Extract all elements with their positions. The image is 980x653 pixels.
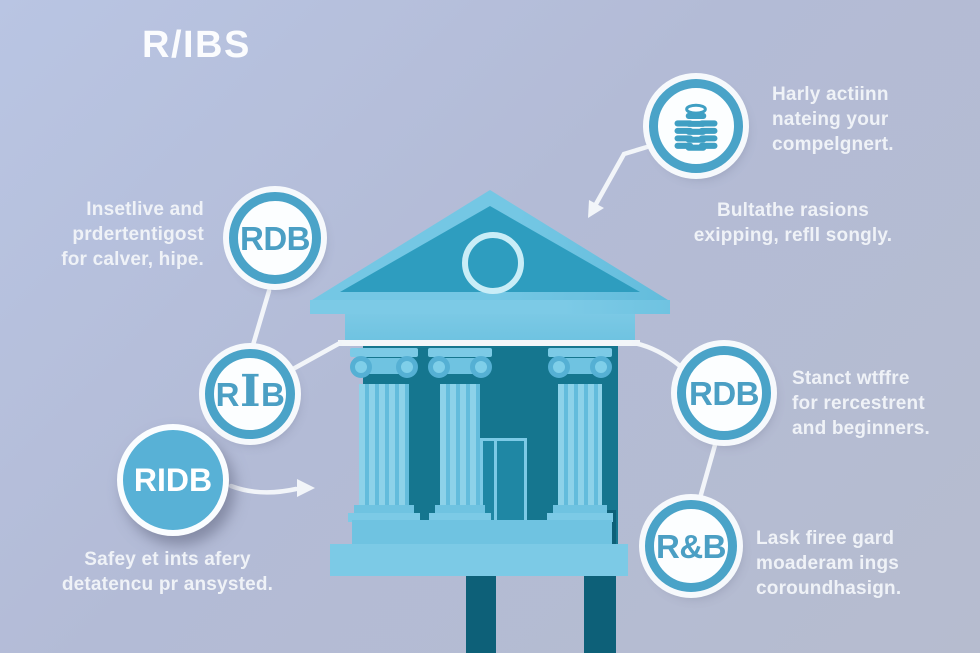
column-capital (548, 348, 612, 357)
bank-upper-step (352, 520, 612, 544)
volute-icon (470, 356, 492, 378)
connector-ridb-bank (228, 483, 299, 495)
column-capital (350, 348, 418, 357)
volute-icon (396, 356, 418, 378)
entablature (345, 314, 635, 340)
note-bultathe: Bultathe rasions exipping, refll songly. (688, 198, 898, 248)
bank-column-right (547, 348, 613, 522)
note-line: prdertentigost (72, 224, 204, 246)
note-line: compelgnert. (772, 134, 894, 156)
note-line: coroundhasign. (756, 578, 902, 600)
infographic-title: R/IBS (142, 24, 251, 66)
badge-ridb: RIDB (117, 424, 229, 536)
column-capital (428, 348, 492, 357)
note-coins: Harly actiinn nateing your compelgnert. (772, 82, 894, 157)
note-rdb-left: Insetlive and prdertentigost for calver,… (56, 197, 204, 272)
bank-base-platform (330, 544, 628, 576)
note-ridb: Safey et ints afery detatencu pr ansyste… (60, 547, 275, 597)
volute-icon (428, 356, 450, 378)
bank-column-left (348, 348, 420, 522)
badge-label: RIDB (133, 462, 213, 498)
note-line: detatencu pr ansysted. (61, 574, 274, 596)
badge-coins (649, 79, 743, 173)
column-shaft (359, 384, 409, 505)
note-line: Stanct wtffre (792, 368, 910, 389)
column-base (348, 513, 420, 522)
note-line: Harly actiinn (772, 84, 889, 105)
pediment-circle-ornament (462, 232, 524, 294)
badge-label: RDB (240, 219, 311, 257)
badge-label: RDB (689, 374, 760, 412)
note-line: Safey et ints afery (84, 549, 251, 570)
door-divider (494, 441, 497, 541)
pediment-cornice (310, 300, 670, 314)
volute-icon (350, 356, 372, 378)
note-rnb: Lask firee gard moaderam ings coroundhas… (756, 526, 901, 601)
column-shaft (440, 384, 480, 505)
note-line: Bultathe rasions (716, 200, 870, 221)
note-line: moaderam ings (756, 553, 900, 575)
column-base (429, 513, 491, 522)
column-base (547, 513, 613, 522)
note-line: Insetlive and (86, 199, 204, 220)
note-line: nateing your (772, 109, 889, 131)
note-line: for calver, hipe. (61, 249, 204, 271)
bank-column-center (428, 348, 492, 522)
column-shaft (558, 384, 602, 505)
badge-rdb-left: RDB (229, 192, 321, 284)
badge-label: R&B (656, 527, 727, 565)
badge-rnb: R&B (645, 500, 737, 592)
badge-rdb-right: RDB (677, 346, 771, 440)
coin-stacks-icon (674, 103, 718, 151)
architrave-line (338, 340, 640, 346)
connector-rdbright-rnb (697, 442, 718, 501)
note-rdb-right: Stanct wtffre for rercestrent and beginn… (792, 366, 930, 441)
note-line: Lask firee gard (756, 528, 895, 549)
note-line: for rercestrent (792, 393, 925, 415)
currency-i-glyph: I (239, 366, 261, 418)
bank-illustration (310, 188, 670, 653)
volute-icon (548, 356, 570, 378)
note-line: and beginners. (792, 418, 930, 440)
volute-icon (590, 356, 612, 378)
note-line: exipping, refll songly. (693, 225, 893, 247)
connector-rdbleft-rib (250, 288, 272, 348)
